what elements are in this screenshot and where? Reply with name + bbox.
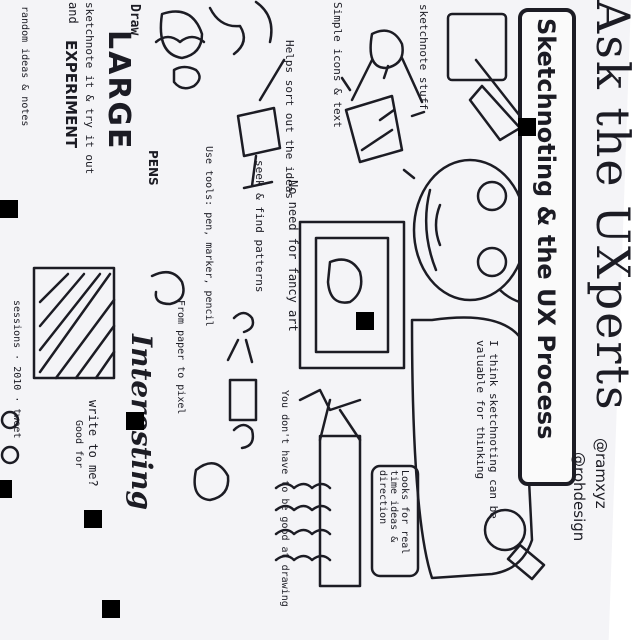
small-bubble-icon bbox=[370, 464, 420, 578]
and-note: and bbox=[66, 2, 80, 24]
cloud-stack-icon bbox=[274, 482, 332, 562]
subtitle: Sketchnoting & the UX Process bbox=[532, 18, 560, 440]
large-word: LARGE bbox=[101, 30, 136, 151]
picture-frame-icon bbox=[298, 220, 406, 370]
face-icon bbox=[412, 158, 528, 302]
bubble-small-note: Looks for real time ideas & direction bbox=[377, 470, 410, 555]
bottom-left-note: sessions · 2010 · tweet bbox=[11, 300, 22, 439]
redaction-square bbox=[356, 312, 374, 330]
redaction-square bbox=[0, 480, 12, 498]
sketchnote-stuff-note: sketchnote stuff bbox=[417, 4, 430, 110]
cloud-doodle-icon bbox=[159, 10, 204, 60]
use-tools-note: Use tools: pen, marker, pencil bbox=[203, 146, 214, 327]
write-to-me-note: write to me? bbox=[86, 400, 100, 487]
stick-figure-icon bbox=[226, 311, 255, 364]
laptop-screen-icon bbox=[446, 12, 508, 82]
redaction-square bbox=[0, 200, 18, 218]
speech-bubble-icon bbox=[410, 316, 534, 580]
character-head-icon bbox=[369, 29, 404, 70]
bulb-icon bbox=[193, 462, 230, 502]
page-title: Ask the UXperts bbox=[586, 0, 640, 412]
redaction-square bbox=[84, 510, 102, 528]
handle-2: @rohdesign bbox=[570, 452, 588, 542]
subtitle-box bbox=[518, 8, 576, 486]
handle-1: @ramxyz bbox=[592, 438, 610, 509]
experiment-word: EXPERIMENT bbox=[62, 40, 80, 149]
swirl-icon bbox=[150, 270, 185, 306]
from-paper-note: From paper to pixel bbox=[175, 300, 186, 415]
bubble-main-note: I think sketchnoting can be valuable for… bbox=[474, 340, 500, 519]
dancing-figure-icon bbox=[298, 388, 362, 442]
redaction-square bbox=[126, 412, 144, 430]
pens-word: PENS bbox=[146, 150, 160, 186]
good-for-note: Good for bbox=[73, 420, 84, 469]
lamp-icon bbox=[236, 106, 282, 158]
sketchpad-icon bbox=[344, 94, 404, 164]
no-need-note: No need for fancy art bbox=[286, 180, 300, 332]
hatched-box-icon bbox=[32, 266, 116, 380]
sketchnote-it-note: sketchnote it & try it out bbox=[83, 2, 96, 175]
seek-patterns-note: seek & find patterns bbox=[253, 160, 266, 293]
figure-drawing-note: You don't have to be good at drawing bbox=[279, 390, 290, 607]
redaction-square bbox=[102, 600, 120, 618]
person-head-icon bbox=[483, 508, 527, 552]
laptop-base-icon bbox=[468, 84, 522, 142]
doodle-bubble-icon bbox=[172, 65, 201, 90]
helps-sort-note: Helps sort out the ideas bbox=[283, 40, 296, 199]
simple-icons-note: Simple icons & text bbox=[331, 2, 344, 128]
left-edge-note: random ideas & notes bbox=[19, 6, 30, 127]
redaction-square bbox=[518, 118, 536, 136]
